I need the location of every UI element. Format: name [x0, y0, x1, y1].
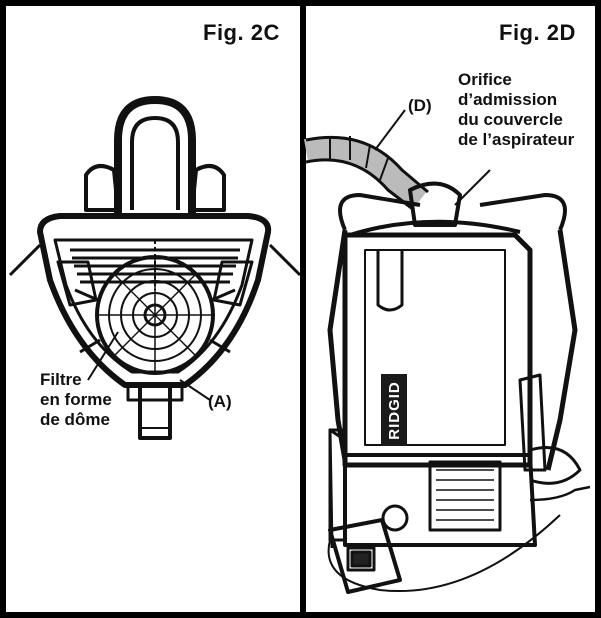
a-label: (A) — [208, 392, 232, 411]
fig-2d-title: Fig. 2D — [499, 20, 576, 45]
orifice-label-line-1: Orifice — [458, 70, 512, 89]
dome-filter-label-line-3: de dôme — [40, 410, 110, 429]
orifice-label: Orifice d’admission du couvercle de l’as… — [458, 70, 574, 150]
right-leader-lines — [374, 109, 491, 206]
d-label: (D) — [408, 96, 432, 115]
orifice-label-line-2: d’admission — [458, 90, 558, 109]
orifice-label-line-4: de l’aspirateur — [458, 130, 575, 149]
dome-filter-label-line-1: Filtre — [40, 370, 82, 389]
ridgid-logo: RIDGID — [381, 374, 407, 446]
left-leader-lines — [87, 331, 211, 401]
orifice-leader-line — [454, 169, 491, 206]
orifice-label-line-3: du couvercle — [458, 110, 563, 129]
a-leader-line — [179, 379, 211, 401]
fig-2c-title: Fig. 2C — [203, 20, 280, 45]
ridgid-logo-text: RIDGID — [385, 380, 403, 440]
dome-filter-label-line-2: en forme — [40, 390, 112, 409]
d-leader-line — [374, 109, 406, 151]
vacuum-underside-drawing — [8, 96, 302, 440]
backpack-vacuum-drawing — [304, 135, 591, 594]
filter-leader-line — [87, 331, 119, 381]
dome-filter-label: Filtre en forme de dôme — [40, 370, 112, 430]
